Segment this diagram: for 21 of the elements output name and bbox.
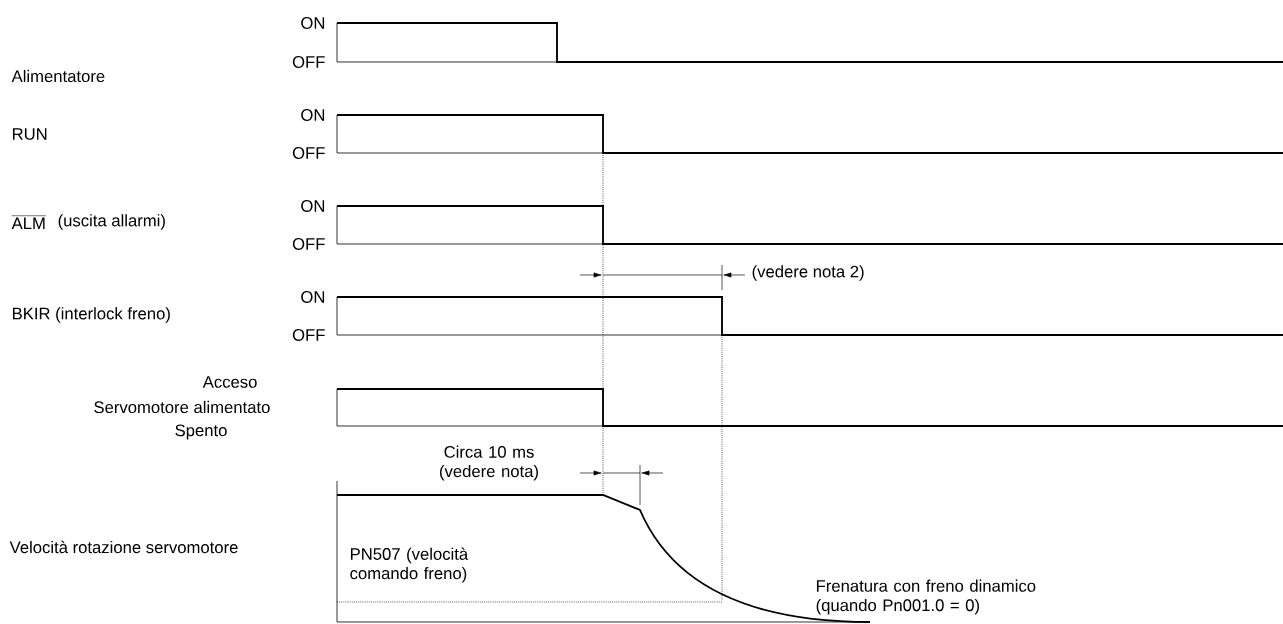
state-label: OFF [292,329,325,341]
signal-name: (uscita allarmi) [58,214,165,230]
note-text: Circa 10 ms (vedere nota) [440,445,538,481]
signal-name: ALM [11,215,47,230]
state-label: OFF [292,238,325,250]
state-label: ON [301,17,325,29]
state-label: Acceso [202,376,257,388]
note-text: Frenatura con freno dinamico (quando Pn001.0 = 0) [816,579,1036,615]
note-text: (vedere nota 2) [752,265,864,281]
state-label: ON [301,109,325,121]
state-label: OFF [292,56,325,68]
signal-name: RUN [12,128,47,140]
signal-name: Alimentatore [11,69,105,83]
state-label: ON [301,200,325,212]
signal-name: Velocità rotazione servomotore [9,540,238,554]
state-label: OFF [292,147,325,159]
signal-name: Servomotore alimentato [94,400,270,414]
state-label: Spento [175,424,227,440]
signal-name: BKIR (interlock freno) [12,307,170,323]
state-label: ON [301,291,325,303]
note-text: PN507 (velocità comando freno) [350,547,469,583]
